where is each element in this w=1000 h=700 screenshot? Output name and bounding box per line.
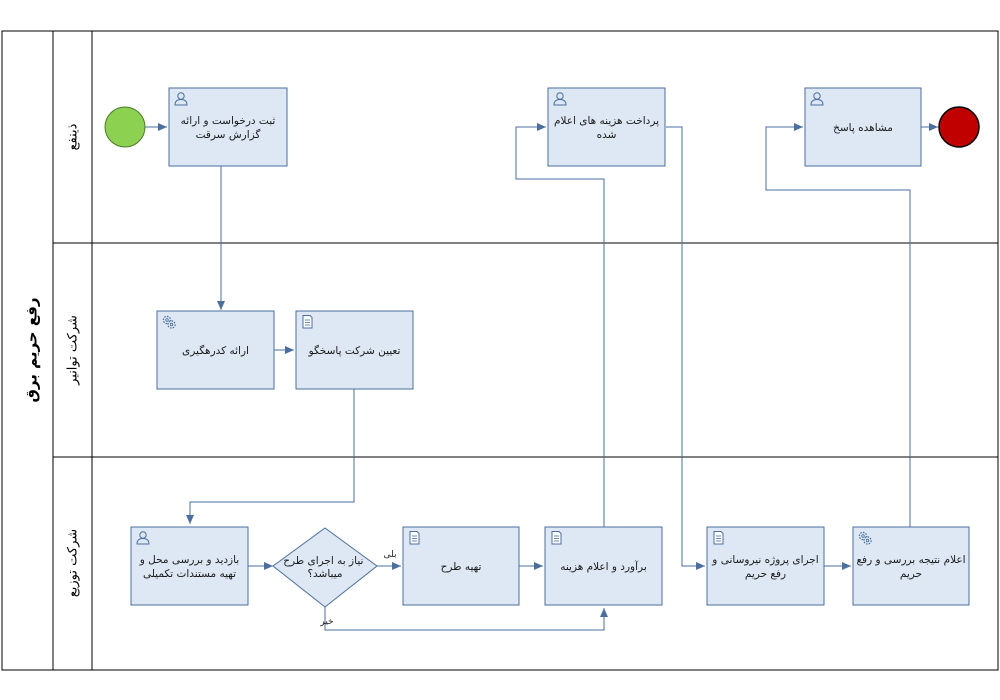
task-label: برآورد و اعلام هزینه — [560, 560, 647, 573]
task-label: ارائه کدرهگیری — [182, 344, 249, 357]
task-view-response[interactable]: مشاهده پاسخ — [804, 87, 922, 167]
user-icon — [136, 531, 150, 545]
gear-icon — [858, 531, 872, 545]
script-icon — [409, 531, 420, 545]
flow-announce-to-view — [765, 123, 911, 527]
lane-title-beneficiary: ذینفع — [66, 123, 81, 150]
task-label: تهیه طرح — [441, 561, 482, 573]
start-event[interactable] — [104, 106, 146, 148]
sequence-flows — [145, 123, 938, 631]
user-icon — [174, 92, 188, 106]
gateway-design-needed[interactable]: نیاز به اجرای طرح میباشد؟ — [272, 527, 378, 608]
flow-estimate-to-payment — [515, 123, 605, 527]
lane-title-distribution: شرکت توزیع — [66, 529, 81, 597]
gateway-yes-label: بلی — [384, 550, 397, 560]
gateway-label: نیاز به اجرای طرح میباشد؟ — [283, 555, 367, 580]
gateway-no-label: خیر — [319, 617, 333, 627]
gear-icon — [162, 315, 176, 329]
flow-assign-to-inspect — [186, 389, 355, 524]
pool-title: رفع حریم برق — [23, 297, 41, 402]
user-icon — [810, 92, 824, 106]
script-icon — [302, 315, 313, 329]
task-label: مشاهده پاسخ — [833, 122, 893, 134]
flow-payment-to-execute — [666, 126, 705, 570]
task-label: تعیین شرکت پاسخگو — [308, 344, 401, 357]
task-provide-tracking-code[interactable]: ارائه کدرهگیری — [156, 310, 275, 390]
script-icon — [713, 531, 724, 545]
script-icon — [551, 531, 562, 545]
user-icon — [553, 92, 567, 106]
task-assign-responsible-company[interactable]: تعیین شرکت پاسخگو — [295, 310, 414, 390]
end-event[interactable] — [938, 106, 980, 148]
task-estimate-cost[interactable]: برآورد و اعلام هزینه — [544, 526, 663, 606]
task-prepare-design[interactable]: تهیه طرح — [402, 526, 520, 606]
lane-title-transmission: شرکت توانیر — [66, 315, 81, 386]
flow-gateway-no — [324, 607, 608, 631]
